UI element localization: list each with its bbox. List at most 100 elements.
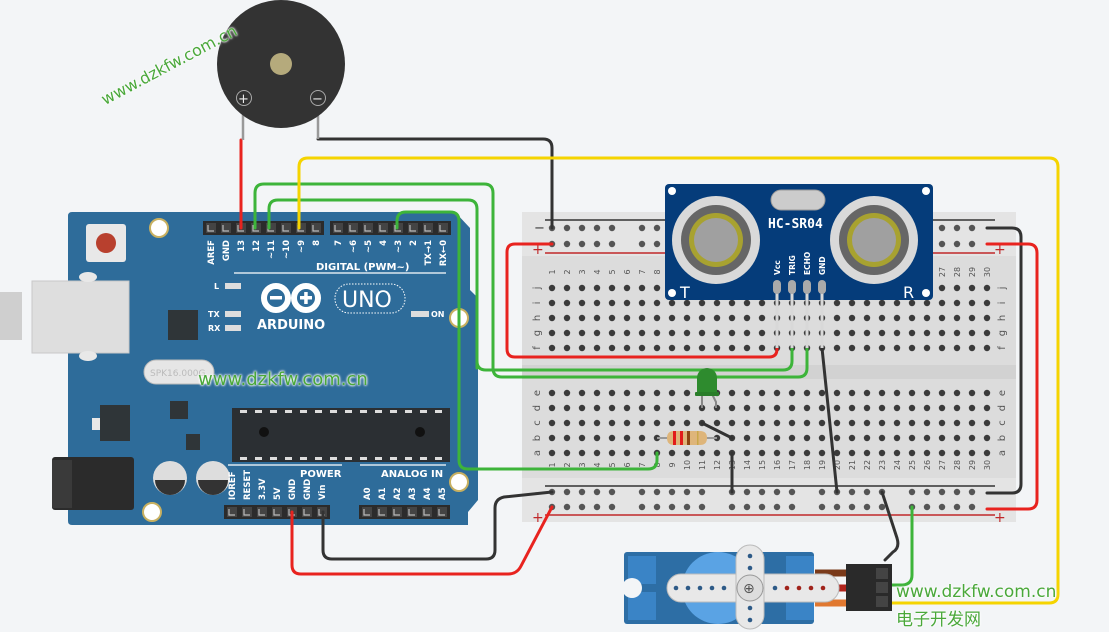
breadboard-hole[interactable] [563,404,571,412]
wire-pin3-led[interactable] [395,210,659,471]
breadboard-hole[interactable] [878,344,886,352]
breadboard-hole[interactable] [638,434,646,442]
rail-hole[interactable] [908,488,916,496]
breadboard-hole[interactable] [953,389,961,397]
rail-hole[interactable] [758,503,766,511]
breadboard-hole[interactable] [638,299,646,307]
wire-servo-vcc[interactable] [882,505,914,587]
rail-hole[interactable] [653,224,661,232]
wire-pin11-trig-a[interactable] [267,198,479,370]
header-pin[interactable] [296,223,306,233]
breadboard-hole[interactable] [593,449,601,457]
wire-sensor-gnd[interactable] [820,346,839,494]
breadboard-hole[interactable] [578,344,586,352]
breadboard-hole[interactable] [848,389,856,397]
header-pin[interactable] [206,223,216,233]
breadboard-hole[interactable] [713,449,721,457]
breadboard-hole[interactable] [923,329,931,337]
servo-horn[interactable]: ⊕ [666,544,840,630]
breadboard-hole[interactable] [818,434,826,442]
rail-hole[interactable] [698,503,706,511]
breadboard-hole[interactable] [878,299,886,307]
micro-servo[interactable]: ⊕ [622,544,892,630]
breadboard-hole[interactable] [668,404,676,412]
breadboard-hole[interactable] [848,419,856,427]
rail-hole[interactable] [563,503,571,511]
breadboard-hole[interactable] [548,284,556,292]
breadboard-hole[interactable] [623,284,631,292]
rail-hole[interactable] [848,488,856,496]
breadboard-hole[interactable] [968,404,976,412]
breadboard-hole[interactable] [578,314,586,322]
breadboard-hole[interactable] [593,284,601,292]
breadboard-hole[interactable] [548,389,556,397]
breadboard-hole[interactable] [953,434,961,442]
wire-vcc[interactable] [505,242,779,359]
reset-button[interactable] [86,224,126,262]
breadboard-hole[interactable] [953,449,961,457]
rail-hole[interactable] [938,240,946,248]
header-pin[interactable] [242,507,252,517]
breadboard-hole[interactable] [608,314,616,322]
breadboard-hole[interactable] [968,434,976,442]
breadboard-hole[interactable] [893,299,901,307]
breadboard-hole[interactable] [878,389,886,397]
breadboard-hole[interactable] [803,419,811,427]
breadboard-hole[interactable] [728,344,736,352]
breadboard-hole[interactable] [758,404,766,412]
breadboard-hole[interactable] [653,329,661,337]
breadboard-hole[interactable] [983,434,991,442]
green-led[interactable] [695,368,719,408]
breadboard-hole[interactable] [848,404,856,412]
breadboard-hole[interactable] [563,329,571,337]
rail-hole[interactable] [953,488,961,496]
breadboard-hole[interactable] [938,404,946,412]
rail-hole[interactable] [638,240,646,248]
breadboard-hole[interactable] [548,404,556,412]
breadboard-hole[interactable] [923,344,931,352]
wire-servo-gnd[interactable] [880,490,900,562]
breadboard-hole[interactable] [923,314,931,322]
breadboard-hole[interactable] [698,329,706,337]
rail-hole[interactable] [758,488,766,496]
header-pin[interactable] [392,507,402,517]
breadboard-hole[interactable] [638,314,646,322]
breadboard-hole[interactable] [698,344,706,352]
rail-hole[interactable] [863,488,871,496]
rail-hole[interactable] [938,503,946,511]
rail-hole[interactable] [653,240,661,248]
rail-hole[interactable] [938,488,946,496]
breadboard-hole[interactable] [983,404,991,412]
rail-hole[interactable] [593,488,601,496]
rail-hole[interactable] [938,224,946,232]
header-pin[interactable] [423,223,433,233]
breadboard-hole[interactable] [653,299,661,307]
breadboard-hole[interactable] [953,419,961,427]
breadboard-hole[interactable] [983,419,991,427]
header-pin[interactable] [348,223,358,233]
breadboard-hole[interactable] [953,314,961,322]
breadboard-hole[interactable] [593,314,601,322]
breadboard-hole[interactable] [668,449,676,457]
rail-hole[interactable] [863,503,871,511]
breadboard-hole[interactable] [923,419,931,427]
breadboard-hole[interactable] [968,344,976,352]
breadboard-hole[interactable] [878,329,886,337]
breadboard-hole[interactable] [563,449,571,457]
sensor-pin[interactable] [803,280,811,294]
breadboard-hole[interactable] [563,389,571,397]
breadboard-hole[interactable] [908,419,916,427]
breadboard-hole[interactable] [698,299,706,307]
breadboard-hole[interactable] [863,434,871,442]
rail-hole[interactable] [698,488,706,496]
breadboard-hole[interactable] [623,419,631,427]
breadboard-hole[interactable] [848,299,856,307]
breadboard-hole[interactable] [578,329,586,337]
breadboard-hole[interactable] [803,389,811,397]
breadboard-hole[interactable] [788,434,796,442]
rail-hole[interactable] [953,240,961,248]
wire-5v[interactable] [290,505,554,576]
header-pin[interactable] [422,507,432,517]
breadboard-hole[interactable] [563,434,571,442]
